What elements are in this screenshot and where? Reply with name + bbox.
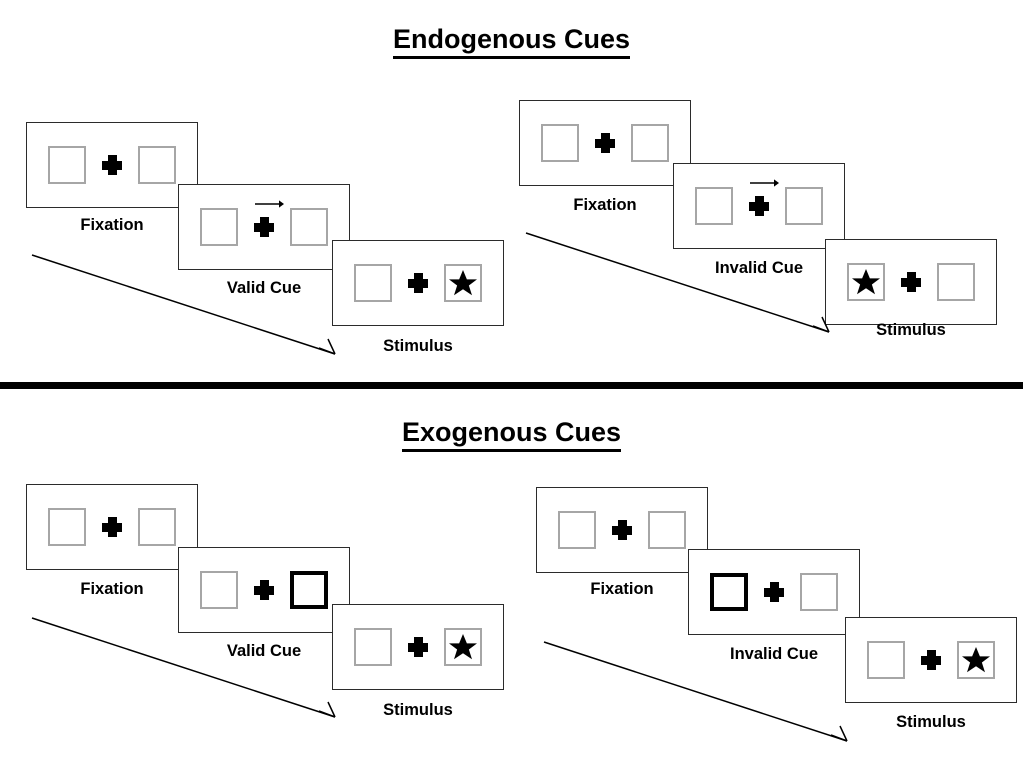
endogenous-valid-stimulus-frame <box>332 240 504 326</box>
arrow-right-icon <box>255 200 284 208</box>
plus-icon <box>746 179 779 219</box>
plus-icon <box>405 270 431 296</box>
exogenous-valid-stimulus-frame <box>332 604 504 690</box>
target-square-right <box>444 628 482 666</box>
plus-icon <box>918 647 944 673</box>
display-row <box>541 124 669 162</box>
display-row <box>200 200 328 246</box>
placeholder-square-right <box>648 511 686 549</box>
caption-endogenous-invalid-stimulus: Stimulus <box>876 321 946 339</box>
placeholder-square-right <box>290 208 328 246</box>
cued-square-left <box>710 573 748 611</box>
exogenous-invalid-cue-frame <box>688 549 860 635</box>
endogenous-invalid-fixation-frame <box>519 100 691 186</box>
exogenous-invalid-fixation-frame <box>536 487 708 573</box>
placeholder-square-left <box>354 628 392 666</box>
placeholder-square-right <box>138 508 176 546</box>
target-square-left <box>847 263 885 301</box>
caption-endogenous-valid-cue: Valid Cue <box>226 279 302 297</box>
plus-icon <box>251 200 284 240</box>
cued-square-right <box>290 571 328 609</box>
placeholder-square-left <box>48 146 86 184</box>
caption-exogenous-valid-stimulus: Stimulus <box>383 701 453 719</box>
display-row <box>354 264 482 302</box>
display-row <box>558 511 686 549</box>
placeholder-square-left <box>695 187 733 225</box>
placeholder-square-left <box>558 511 596 549</box>
star-icon <box>962 647 990 673</box>
display-row <box>695 179 823 225</box>
caption-endogenous-invalid-fixation: Fixation <box>573 196 637 214</box>
plus-icon <box>761 579 787 605</box>
placeholder-square-right <box>937 263 975 301</box>
plus-icon <box>251 577 277 603</box>
section-title-exogenous-text: Exogenous Cues <box>401 417 622 452</box>
plus-icon <box>609 517 635 543</box>
caption-exogenous-invalid-fixation: Fixation <box>590 580 654 598</box>
display-row <box>48 508 176 546</box>
endogenous-invalid-stimulus-frame <box>825 239 997 325</box>
caption-endogenous-valid-stimulus: Stimulus <box>383 337 453 355</box>
target-square-right <box>444 264 482 302</box>
section-title-exogenous: Exogenous Cues <box>0 417 1023 452</box>
endogenous-valid-cue-frame <box>178 184 350 270</box>
section-divider <box>0 382 1023 389</box>
display-row <box>200 571 328 609</box>
display-row <box>354 628 482 666</box>
placeholder-square-left <box>48 508 86 546</box>
arrow-right-icon <box>750 179 779 187</box>
star-icon <box>852 269 880 295</box>
placeholder-square-left <box>354 264 392 302</box>
plus-icon <box>405 634 431 660</box>
placeholder-square-right <box>785 187 823 225</box>
placeholder-square-left <box>200 208 238 246</box>
display-row <box>710 573 838 611</box>
placeholder-square-right <box>138 146 176 184</box>
section-title-endogenous: Endogenous Cues <box>0 24 1023 59</box>
placeholder-square-left <box>867 641 905 679</box>
display-row <box>867 641 995 679</box>
caption-exogenous-invalid-stimulus: Stimulus <box>896 713 966 731</box>
placeholder-square-left <box>541 124 579 162</box>
plus-icon <box>592 130 618 156</box>
placeholder-square-right <box>800 573 838 611</box>
caption-exogenous-valid-cue: Valid Cue <box>226 642 302 660</box>
plus-icon <box>99 514 125 540</box>
section-title-endogenous-text: Endogenous Cues <box>392 24 630 59</box>
plus-icon <box>898 269 924 295</box>
target-square-right <box>957 641 995 679</box>
star-icon <box>449 270 477 296</box>
endogenous-invalid-cue-frame <box>673 163 845 249</box>
exogenous-valid-fixation-frame <box>26 484 198 570</box>
caption-endogenous-valid-fixation: Fixation <box>80 216 144 234</box>
caption-exogenous-invalid-cue: Invalid Cue <box>729 645 819 663</box>
caption-endogenous-invalid-cue: Invalid Cue <box>714 259 804 277</box>
endogenous-valid-fixation-frame <box>26 122 198 208</box>
display-row <box>48 146 176 184</box>
placeholder-square-left <box>200 571 238 609</box>
exogenous-invalid-stimulus-frame <box>845 617 1017 703</box>
star-icon <box>449 634 477 660</box>
caption-exogenous-valid-fixation: Fixation <box>80 580 144 598</box>
plus-icon <box>99 152 125 178</box>
display-row <box>847 263 975 301</box>
placeholder-square-right <box>631 124 669 162</box>
exogenous-valid-cue-frame <box>178 547 350 633</box>
